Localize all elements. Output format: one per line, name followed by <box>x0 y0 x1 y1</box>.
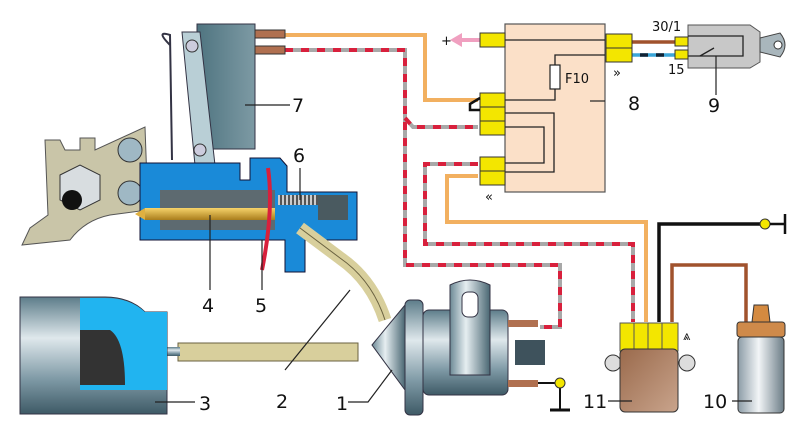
terminal-15-label: 15 <box>668 63 685 78</box>
red-dashed-wire-7-to-1 <box>285 48 562 329</box>
label-11: 11 <box>583 391 607 413</box>
connector <box>605 33 633 49</box>
connector <box>479 170 506 186</box>
red-dashed-wire-to-8 <box>403 116 478 129</box>
microswitch-7: 7 <box>161 23 304 166</box>
black-ground-wire <box>657 222 765 322</box>
fuse-f10 <box>549 64 561 90</box>
ground-symbol-top <box>770 214 787 234</box>
brown-wire-11-to-10 <box>670 263 748 322</box>
red-dashed-wire-8-to-11 <box>423 162 635 322</box>
actuator-1: 1 <box>336 279 570 416</box>
relay-unit-8: F10 + » « 8 <box>441 23 640 205</box>
wires <box>285 33 787 329</box>
connector <box>479 92 506 108</box>
label-6: 6 <box>293 145 305 167</box>
mounting-bracket <box>21 126 149 246</box>
orange-wire-8-to-11 <box>445 174 648 322</box>
connector-symbol: « <box>485 190 493 205</box>
label-4: 4 <box>202 295 214 317</box>
label-7: 7 <box>292 95 304 117</box>
connector <box>479 32 506 48</box>
terminal-30-label: 30/1 <box>652 20 681 35</box>
label-10: 10 <box>703 391 727 413</box>
connector <box>479 156 506 172</box>
valve-body: 4 5 6 <box>135 145 358 317</box>
label-1: 1 <box>336 393 348 415</box>
ignition-coil-10: 10 <box>703 304 786 414</box>
label-8: 8 <box>628 93 640 115</box>
connector <box>479 120 506 136</box>
orange-wire-7-to-8 <box>285 33 478 102</box>
terminal <box>674 49 689 60</box>
terminal <box>674 36 689 47</box>
connector-symbol: ⩓ <box>683 329 691 344</box>
connector-symbol: » <box>613 66 621 81</box>
plus-label: + <box>441 34 452 49</box>
connector <box>479 106 506 122</box>
label-9: 9 <box>708 95 720 117</box>
throttle-body-3: 3 <box>19 296 211 415</box>
label-2: 2 <box>276 391 288 413</box>
label-3: 3 <box>199 393 211 415</box>
control-unit-11: ⩓ 11 <box>583 322 696 413</box>
ground-point-bottom <box>554 377 566 389</box>
fuse-label: F10 <box>565 72 589 87</box>
connector <box>605 47 633 63</box>
ignition-switch-9: 30/1 15 9 <box>652 20 786 117</box>
ground-point-top <box>759 218 771 230</box>
label-5: 5 <box>255 295 267 317</box>
